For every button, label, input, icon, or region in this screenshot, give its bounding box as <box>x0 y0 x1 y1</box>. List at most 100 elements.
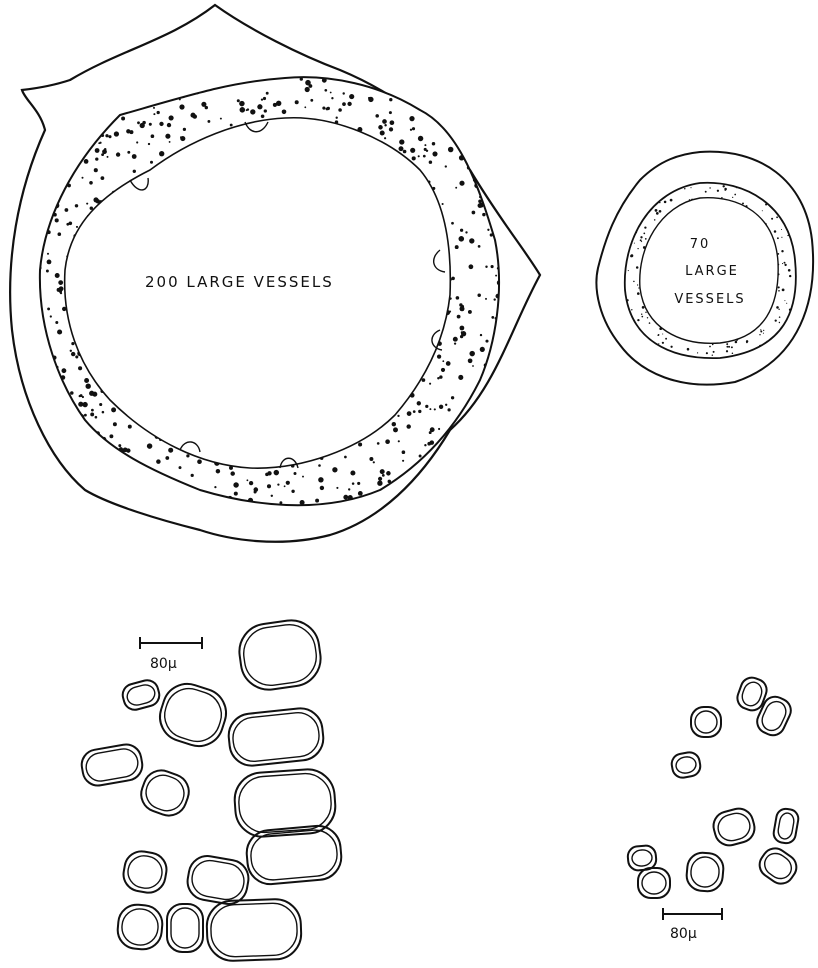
xylem-stipple-dot <box>229 392 232 395</box>
xylem-stipple-dot <box>727 211 728 212</box>
xylem-stipple-dot <box>101 176 105 180</box>
xylem-stipple-dot <box>742 232 745 235</box>
xylem-stipple-dot <box>265 473 269 477</box>
xylem-stipple-dot <box>705 191 707 193</box>
xylem-stipple-dot <box>251 360 256 365</box>
xylem-stipple-dot <box>95 148 100 153</box>
xylem-stipple-dot <box>487 229 489 231</box>
xylem-stipple-dot <box>133 257 137 261</box>
xylem-stipple-dot <box>480 347 485 352</box>
xylem-stipple-dot <box>278 428 283 433</box>
xylem-stipple-dot <box>638 187 640 189</box>
xylem-stipple-dot <box>795 348 796 349</box>
xylem-stipple-dot <box>371 504 373 506</box>
xylem-stipple-dot <box>397 225 400 228</box>
xylem-stipple-dot <box>438 428 440 430</box>
xylem-stipple-dot <box>727 218 729 220</box>
xylem-stipple-dot <box>662 307 663 308</box>
xylem-stipple-dot <box>316 240 318 242</box>
xylem-stipple-dot <box>428 345 430 347</box>
xylem-stipple-dot <box>634 179 636 181</box>
xylem-stipple-dot <box>82 76 87 81</box>
xylem-stipple-dot <box>363 410 365 412</box>
xylem-stipple-dot <box>305 80 311 86</box>
xylem-stipple-dot <box>47 307 50 310</box>
xylem-stipple-dot <box>78 157 80 159</box>
xylem-stipple-dot <box>155 376 157 378</box>
xylem-stipple-dot <box>227 164 231 168</box>
xylem-stipple-dot <box>81 477 86 482</box>
xylem-stipple-dot <box>392 199 395 202</box>
xylem-stipple-dot <box>436 323 440 327</box>
xylem-stipple-dot <box>778 290 780 292</box>
xylem-stipple-dot <box>138 317 143 322</box>
xylem-stipple-dot <box>122 465 124 467</box>
xylem-stipple-dot <box>778 286 780 288</box>
xylem-stipple-dot <box>311 340 315 344</box>
xylem-stipple-dot <box>230 124 233 127</box>
xylem-stipple-dot <box>118 444 121 447</box>
xylem-stipple-dot <box>774 230 777 233</box>
xylem-stipple-dot <box>117 455 121 459</box>
xylem-stipple-dot <box>200 248 204 252</box>
xylem-stipple-dot <box>123 235 128 240</box>
xylem-stipple-dot <box>755 311 757 313</box>
xylem-stipple-dot <box>348 488 350 490</box>
xylem-stipple-dot <box>109 338 111 340</box>
xylem-stipple-dot <box>766 302 768 304</box>
xylem-stipple-dot <box>397 415 399 417</box>
xylem-stipple-dot <box>426 510 430 514</box>
xylem-stipple-dot <box>478 203 483 208</box>
xylem-stipple-dot <box>215 79 220 84</box>
xylem-stipple-dot <box>789 275 791 277</box>
xylem-stipple-dot <box>426 150 428 152</box>
xylem-stipple-dot <box>145 399 147 401</box>
xylem-stipple-dot <box>198 156 201 159</box>
xylem-stipple-dot <box>255 180 260 185</box>
xylem-stipple-dot <box>261 331 263 333</box>
xylem-stipple-dot <box>485 298 487 300</box>
xylem-stipple-dot <box>291 387 296 392</box>
xylem-stipple-dot <box>167 68 171 72</box>
xylem-stipple-dot <box>645 262 647 264</box>
xylem-stipple-dot <box>261 98 263 100</box>
xylem-stipple-dot <box>316 246 321 251</box>
xylem-stipple-dot <box>748 290 749 291</box>
xylem-stipple-dot <box>217 330 219 332</box>
xylem-stipple-dot <box>37 102 42 107</box>
xylem-stipple-dot <box>178 222 181 225</box>
xylem-stipple-dot <box>36 335 40 339</box>
xylem-stipple-dot <box>653 199 655 201</box>
xylem-stipple-dot <box>144 368 146 370</box>
xylem-stipple-dot <box>78 331 81 334</box>
xylem-stipple-dot <box>330 92 332 94</box>
xylem-stipple-dot <box>308 175 313 180</box>
xylem-stipple-dot <box>158 71 163 76</box>
xylem-stipple-dot <box>52 78 54 80</box>
xylem-stipple-dot <box>53 161 57 165</box>
xylem-stipple-dot <box>241 303 246 308</box>
xylem-stipple-dot <box>782 289 785 292</box>
xylem-stipple-dot <box>369 457 373 461</box>
large-vessel-outline <box>185 853 252 907</box>
small-stem-label-line2: LARGE <box>685 264 739 279</box>
xylem-stipple-dot <box>326 107 329 110</box>
xylem-stipple-dot <box>56 485 61 490</box>
xylem-stipple-dot <box>366 505 368 507</box>
xylem-stipple-dot <box>282 110 287 115</box>
xylem-stipple-dot <box>397 499 401 503</box>
xylem-stipple-dot <box>132 154 137 159</box>
xylem-stipple-dot <box>730 323 732 325</box>
xylem-stipple-dot <box>176 330 178 332</box>
xylem-stipple-dot <box>123 357 126 360</box>
xylem-stipple-dot <box>405 384 408 387</box>
xylem-stipple-dot <box>333 382 337 386</box>
xylem-stipple-dot <box>683 332 685 334</box>
xylem-stipple-dot <box>103 474 105 476</box>
xylem-stipple-dot <box>363 316 368 321</box>
xylem-stipple-dot <box>84 378 89 383</box>
xylem-stipple-dot <box>76 226 78 228</box>
xylem-stipple-dot <box>245 509 247 511</box>
xylem-stipple-dot <box>374 202 377 205</box>
xylem-stipple-dot <box>435 240 437 242</box>
